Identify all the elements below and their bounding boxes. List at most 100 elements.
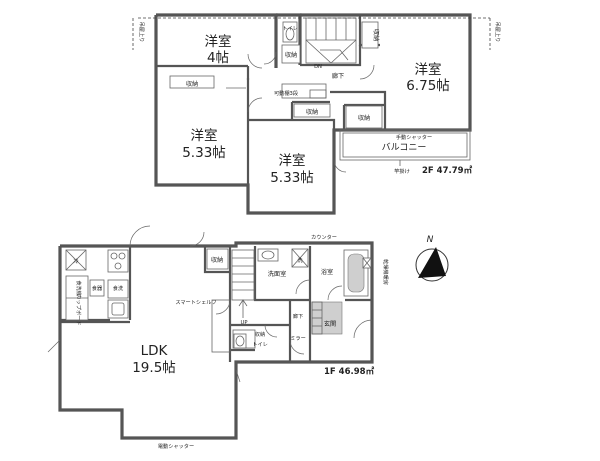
- door-swing: [353, 319, 373, 339]
- first-floor: LDK 19.5帖 収納 洗面室 浴室 カウンター 廊下 玄関 ミラー 収納 ト…: [47, 225, 390, 450]
- room-name: 洋室: [415, 61, 442, 78]
- wall: [248, 118, 336, 132]
- stairs: [231, 249, 255, 318]
- sink: [107, 299, 129, 319]
- toilet-bowl: [235, 335, 245, 347]
- up-label: UP: [241, 320, 248, 326]
- storage-label: 収納: [358, 114, 370, 122]
- dishwasher-label: 食洗機: [75, 280, 83, 296]
- door-swing: [189, 231, 205, 247]
- storage-label: 収納: [306, 108, 318, 116]
- bath-label: 浴室: [321, 268, 333, 276]
- door-swing: [215, 299, 231, 315]
- stairs: [305, 17, 357, 64]
- pantry-label: 食器: [92, 284, 103, 292]
- shutter-label: 電動シャッター: [158, 442, 194, 450]
- shelf-label: スマートシェルフ: [175, 299, 216, 306]
- wall: [58, 246, 374, 440]
- balcony-label: バルコニー: [382, 142, 427, 153]
- burner: [114, 262, 122, 270]
- wall: [300, 45, 362, 67]
- wall: [330, 90, 387, 130]
- storage-box: [206, 248, 229, 270]
- room-name: 洋室: [279, 152, 306, 169]
- storage-label: 収納: [186, 80, 198, 88]
- wall: [60, 241, 374, 298]
- washroom-label: 洗面室: [268, 270, 287, 278]
- room-size: 6.75帖: [406, 78, 450, 94]
- storage-box: [281, 44, 301, 64]
- floor-area: 2F 47.79㎡: [422, 165, 473, 176]
- dryer-cross: [362, 257, 372, 269]
- burner: [118, 252, 126, 260]
- basin: [257, 248, 279, 262]
- hallway-label: 廊下: [332, 72, 344, 80]
- wall: [253, 246, 310, 302]
- room-size: 5.33帖: [182, 145, 226, 161]
- door-swing: [247, 97, 263, 113]
- door-swing: [129, 225, 151, 247]
- balcony-outline: [339, 129, 471, 161]
- washer-cross: [291, 248, 309, 268]
- storage-box: [345, 105, 383, 129]
- door-swing: [327, 285, 343, 301]
- storage-label: 収納: [372, 29, 380, 41]
- toilet-bowl: [285, 27, 295, 41]
- storage-box: [293, 103, 331, 118]
- room-name: 洋室: [205, 33, 232, 50]
- bathtub-inner: [347, 253, 365, 293]
- compass: N: [415, 235, 449, 282]
- storage-label: 収納: [285, 51, 297, 59]
- door-swing: [295, 279, 311, 295]
- room-name: LDK: [141, 343, 169, 359]
- counter-label: カウンター: [311, 233, 337, 241]
- dishwasher-box: [107, 279, 129, 299]
- door-swing: [247, 53, 263, 69]
- floor-area: 1F 46.98㎡: [324, 366, 375, 377]
- second-floor: 洋室 4帖 洋室 6.75帖 洋室 5.33帖 洋室 5.33帖 収納 収納 収…: [132, 13, 502, 215]
- toilet-fixture: [282, 21, 298, 43]
- dish-label: 食洗: [113, 284, 124, 292]
- window-mark: [235, 369, 241, 383]
- fridge-cross: [65, 249, 87, 271]
- dryer-label: 乾燥機暖房: [382, 259, 390, 285]
- stove: [107, 249, 129, 273]
- room-size: 5.33帖: [270, 170, 314, 186]
- compass-label: N: [427, 235, 434, 245]
- shelf-label: 可動棚3段: [274, 89, 298, 97]
- railing-label: 吊屋上り: [138, 22, 146, 43]
- room-size: 19.5帖: [132, 360, 176, 376]
- fridge-label: 冷: [73, 257, 78, 265]
- wall: [154, 15, 336, 215]
- door-swing: [264, 324, 278, 338]
- shutter-label: 手動シャッター: [396, 133, 432, 141]
- window-mark: [47, 339, 61, 353]
- storage-label: 収納: [211, 256, 223, 264]
- dish-cabinet: [89, 279, 105, 297]
- door-swing: [359, 64, 375, 80]
- pole-label: 竿掛け: [394, 167, 410, 175]
- shelf: [309, 89, 327, 99]
- balcony-inner: [342, 132, 468, 158]
- entrance-label: 玄関: [324, 320, 336, 328]
- storage-label: 収納: [255, 330, 265, 338]
- compass-needle-icon: [418, 247, 446, 278]
- railing-label: 吊屋上り: [494, 22, 502, 43]
- toilet-label: トイレ: [282, 26, 298, 32]
- storage-box: [361, 21, 379, 49]
- door-swing: [263, 51, 277, 65]
- door-swing: [289, 339, 305, 355]
- sink-bowl: [111, 302, 125, 316]
- storage-box: [169, 75, 215, 89]
- toilet-label: トイレ: [252, 342, 268, 348]
- room-name: 洋室: [191, 127, 218, 144]
- basin-bowl: [261, 250, 275, 260]
- burner: [110, 252, 118, 260]
- dn-label: DN: [314, 64, 322, 70]
- mirror-label: ミラー: [290, 335, 306, 342]
- wall: [203, 246, 230, 274]
- washer-label: 洗: [297, 256, 303, 264]
- smart-shelf: [211, 299, 231, 353]
- cupboard-label: カップボード: [75, 294, 83, 325]
